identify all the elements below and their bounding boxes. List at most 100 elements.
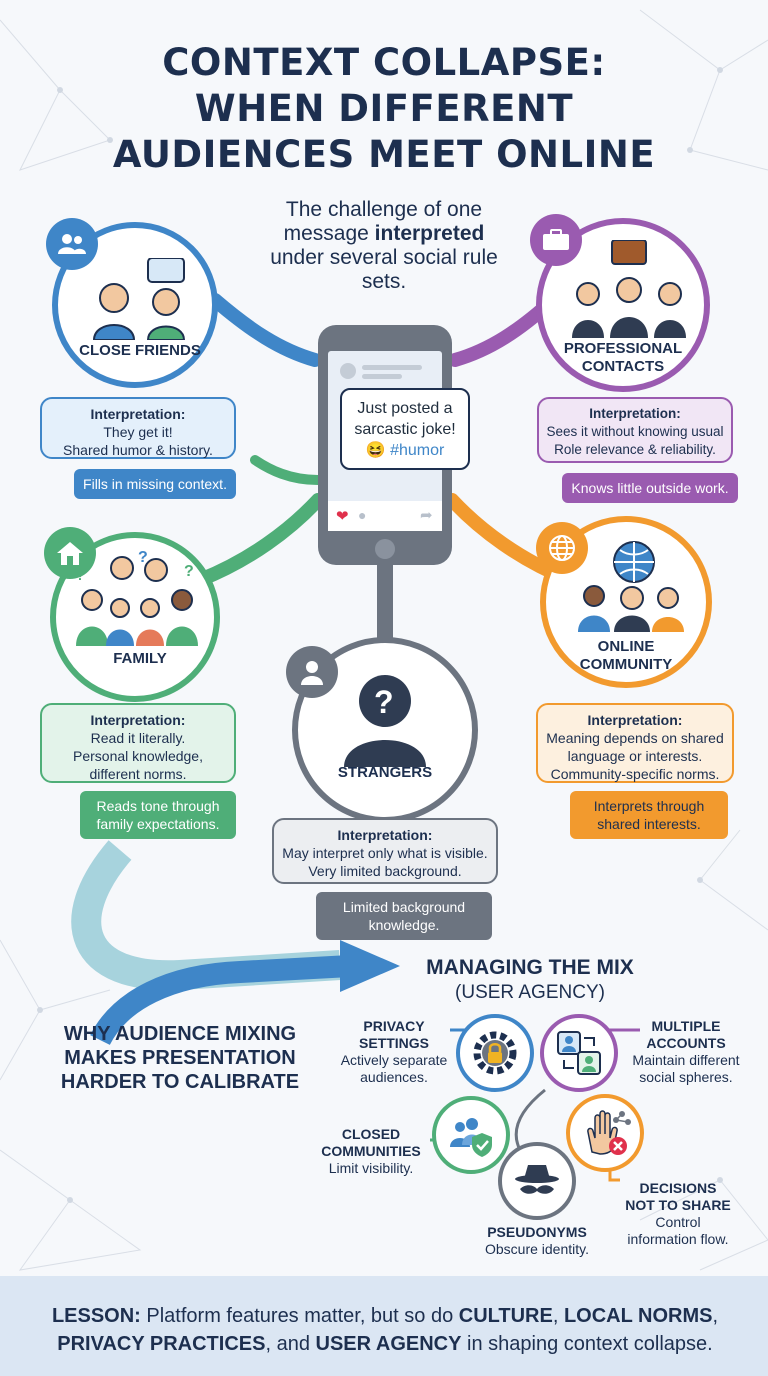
post-action-bar: ❤ ● ➦ [328,501,442,531]
lesson-part: , [712,1305,719,1327]
interpretation-line: Shared humor & history. [63,442,213,458]
strangers-tag-line-2: knowledge. [368,917,440,933]
professional-label-line-2: CONTACTS [581,358,665,375]
strangers-interpretation: Interpretation: May interpret only what … [272,818,498,884]
privacy-heading-2: SETTINGS [358,1035,429,1051]
interpretation-line: Very limited background. [308,863,462,879]
interpretation-heading: Interpretation: [90,406,186,422]
managing-title: MANAGING THE MIX [426,956,634,979]
managing-subtitle: (USER AGENCY) [455,982,605,1003]
hand-stop-icon[interactable] [566,1094,644,1172]
strangers-tag: Limited background knowledge. [316,892,492,940]
subtitle: The challenge of one message interpreted… [262,198,506,294]
subtitle-part-2: under several social rule sets. [270,246,498,293]
svg-text:?: ? [374,684,394,720]
family-tag: Reads tone through family expectations. [80,791,236,839]
lesson-part: in shaping context collapse. [461,1333,713,1355]
interpretation-heading: Interpretation: [90,712,186,728]
interpretation-line: Community-specific norms. [550,766,720,782]
lock-gear-icon[interactable] [456,1014,534,1092]
title-line-3: AUDIENCES MEET ONLINE [112,133,656,176]
online-community-tag-line-2: shared interests. [597,816,701,832]
post-line-2: sarcastic joke! [354,421,456,438]
briefcase-icon [530,214,582,266]
why-line-3: HARDER TO CALIBRATE [60,1071,300,1093]
family-tag-line-2: family expectations. [96,816,220,832]
post-bubble: Just posted a sarcastic joke! 😆 #humor [340,388,470,470]
privacy-heading-1: PRIVACY [363,1018,425,1034]
subtitle-bold: interpreted [374,222,485,245]
interpretation-line: Personal knowledge, [73,748,203,764]
interpretation-line: Read it literally. [90,730,186,746]
lesson-text: LESSON: Platform features matter, but so… [30,1302,740,1358]
globe-icon [536,522,588,574]
post-hashtag: #humor [390,442,445,459]
family-label: FAMILY [113,650,167,667]
professional-circle: PROFESSIONAL CONTACTS [536,218,710,392]
interpretation-line: different norms. [89,766,187,782]
interpretation-line: They get it! [103,424,173,440]
closed-heading-2: COMMUNITIES [321,1143,421,1159]
professional-label-line-1: PROFESSIONAL [563,340,683,357]
post-meta-line [362,365,422,370]
interpretation-heading: Interpretation: [587,712,683,728]
why-line-1: WHY AUDIENCE MIXING [63,1023,297,1045]
title-line-2: WHEN DIFFERENT [194,87,574,130]
house-icon [44,527,96,579]
lesson-bold: CULTURE [458,1305,553,1327]
post-meta-line [362,374,402,379]
home-button [375,539,395,559]
lesson-part: Platform features matter, but so do [140,1305,459,1327]
accounts-switch-icon[interactable] [540,1014,618,1092]
decisions-text: DECISIONS NOT TO SHARE Control informati… [610,1180,746,1248]
strangers-label: STRANGERS [337,764,433,781]
online-community-interpretation: Interpretation: Meaning depends on share… [536,703,734,783]
interpretation-line: Sees it without knowing usual [546,424,724,439]
users-chat-icon [46,218,98,270]
group-shield-icon[interactable] [432,1096,510,1174]
privacy-settings-text: PRIVACY SETTINGS Actively separate audie… [334,1018,454,1086]
comment-icon[interactable]: ● [358,507,367,523]
decisions-heading-2: NOT TO SHARE [625,1197,731,1213]
lesson-label: LESSON: [51,1305,141,1327]
friends-illustration [92,258,186,340]
managing-heading: MANAGING THE MIX (USER AGENCY) [400,956,660,1004]
online-community-label-line-1: ONLINE [597,638,655,655]
interpretation-heading: Interpretation: [589,406,681,421]
professional-tag: Knows little outside work. [562,473,738,503]
heart-icon[interactable]: ❤ [336,508,349,525]
strangers-tag-line-1: Limited background [342,899,466,915]
interpretation-heading: Interpretation: [337,827,433,843]
lesson-bold: LOCAL NORMS [563,1305,713,1327]
avatar [340,363,356,379]
interpretation-line: Role relevance & reliability. [554,442,716,457]
close-friends-tag: Fills in missing context. [74,469,236,499]
professionals-illustration [572,240,686,338]
subtitle-part-1: The challenge of one message [283,198,483,245]
why-line-2: MAKES PRESENTATION [64,1047,296,1069]
multiple-accounts-text: MULTIPLE ACCOUNTS Maintain different soc… [622,1018,750,1086]
title-line-1: CONTEXT COLLAPSE: [162,41,606,84]
online-community-tag-line-1: Interprets through [593,798,705,814]
interpretation-line: Meaning depends on shared [546,730,724,746]
strangers-circle: ? [292,637,478,823]
decisions-desc-2: information flow. [627,1231,729,1247]
interpretation-line: May interpret only what is visible. [282,845,488,861]
pseudonyms-text: PSEUDONYMS Obscure identity. [470,1224,604,1258]
decisions-heading-1: DECISIONS [639,1180,717,1196]
interpretation-line: language or interests. [567,748,703,764]
online-community-label-line-2: COMMUNITY [579,656,673,673]
share-icon[interactable]: ➦ [420,507,433,524]
online-community-label: ONLINE COMMUNITY [546,638,706,674]
professional-interpretation: Interpretation: Sees it without knowing … [537,397,733,463]
page-title: CONTEXT COLLAPSE: WHEN DIFFERENT AUDIENC… [0,40,768,178]
lesson-banner [0,1276,768,1376]
community-illustration [578,541,684,632]
closed-desc-1: Limit visibility. [328,1160,414,1176]
multiple-heading-2: ACCOUNTS [646,1035,726,1051]
close-friends-label: CLOSE FRIENDS [79,342,201,359]
multiple-heading-1: MULTIPLE [651,1018,721,1034]
svg-text:?: ? [138,550,148,566]
spy-icon[interactable] [498,1142,576,1220]
